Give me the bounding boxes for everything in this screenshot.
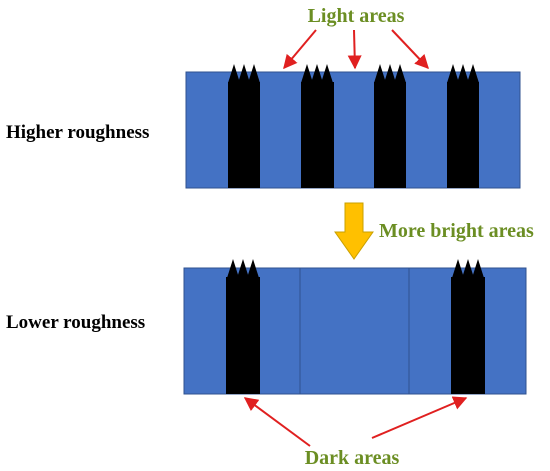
dark-areas-arrows [243,396,468,447]
arrow-to-light-area-1 [283,29,317,70]
dark-strip [228,82,260,188]
arrow-to-dark-area-2 [371,396,468,439]
arrow-to-dark-area-1 [243,397,311,447]
dark-strip [447,82,479,188]
higher-roughness-label: Higher roughness [6,122,149,143]
light-areas-arrows [283,29,429,70]
block-down-arrow-icon [334,202,374,260]
lower-roughness-block [183,259,527,395]
light-areas-label: Light areas [308,5,405,27]
lower-roughness-label: Lower roughness [6,312,145,333]
arrow-to-light-area-2 [347,29,362,70]
dark-strip [226,277,260,394]
higher-roughness-block [185,64,521,189]
arrow-to-light-area-3 [391,29,429,70]
triangle-spikes-icon [228,64,479,83]
more-bright-areas-label: More bright areas [379,220,534,242]
dark-strip [451,277,485,394]
dark-areas-label: Dark areas [305,447,400,469]
triangle-spikes-icon [227,259,484,278]
dark-strip [301,82,334,188]
dark-strip [374,82,406,188]
